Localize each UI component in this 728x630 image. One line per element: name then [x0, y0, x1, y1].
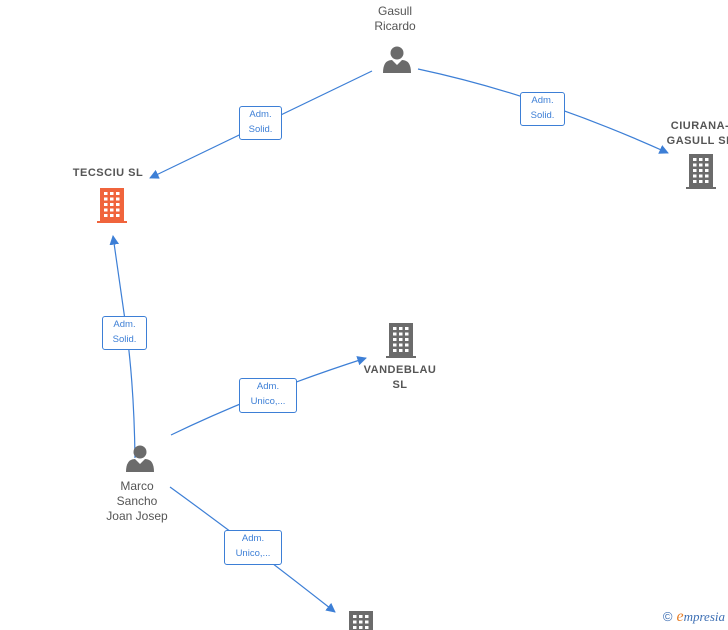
- node-label-tecsciu-sl[interactable]: TECSCIU SL: [58, 166, 158, 181]
- building-icon[interactable]: [97, 188, 127, 223]
- edge-label-gasull-ciurana[interactable]: Adm. Solid.: [520, 92, 565, 126]
- label-line: Ricardo: [374, 19, 416, 33]
- node-label-ciurana-gasull-sl[interactable]: CIURANA- GASULL SL: [650, 119, 728, 149]
- label-line: GASULL SL: [666, 135, 728, 147]
- edge-label-line: Unico,...: [235, 548, 271, 559]
- building-icon[interactable]: [686, 154, 716, 189]
- edge-label-line: Adm.: [249, 109, 272, 120]
- person-icon[interactable]: [126, 445, 154, 473]
- edge-label-marco-bottom[interactable]: Adm. Unico,...: [224, 530, 282, 565]
- label-line: TECSCIU SL: [72, 167, 144, 179]
- label-line: Gasull: [377, 4, 412, 18]
- edge-label-line: Adm.: [241, 533, 265, 544]
- person-icon[interactable]: [383, 46, 411, 74]
- brand-logo: ©empresia: [663, 608, 725, 626]
- node-label-gasull-ricardo[interactable]: Gasull Ricardo: [355, 4, 435, 34]
- nodes: [97, 46, 716, 630]
- brand-name-rest: mpresia: [683, 609, 725, 624]
- node-label-vandeblau-sl[interactable]: VANDEBLAU SL: [350, 363, 450, 393]
- label-line: VANDEBLAU: [363, 364, 437, 376]
- brand-first-letter: e: [676, 608, 684, 625]
- edge-label-marco-tecsciu[interactable]: Adm. Solid.: [102, 316, 147, 350]
- edge-label-line: Unico,...: [250, 396, 286, 407]
- label-line: Joan Josep: [106, 509, 168, 523]
- label-line: SL: [392, 379, 408, 391]
- label-line: CIURANA-: [670, 120, 728, 132]
- building-icon[interactable]: [386, 323, 416, 358]
- building-icon[interactable]: [346, 611, 376, 630]
- edge-label-line: Adm.: [256, 381, 280, 392]
- edge-label-marco-vandeblau[interactable]: Adm. Unico,...: [239, 378, 297, 413]
- edge-label-gasull-tecsciu[interactable]: Adm. Solid.: [239, 106, 282, 140]
- edge-label-line: Solid.: [248, 124, 273, 135]
- copyright-symbol: ©: [662, 609, 673, 624]
- edge-label-line: Adm.: [113, 319, 136, 330]
- edge-label-line: Solid.: [112, 334, 137, 345]
- label-line: Marco: [120, 479, 154, 493]
- edge-label-line: Adm.: [531, 95, 554, 106]
- label-line: Sancho: [116, 494, 158, 508]
- node-label-marco-sancho[interactable]: Marco Sancho Joan Josep: [92, 479, 182, 524]
- edge-label-line: Solid.: [530, 110, 555, 121]
